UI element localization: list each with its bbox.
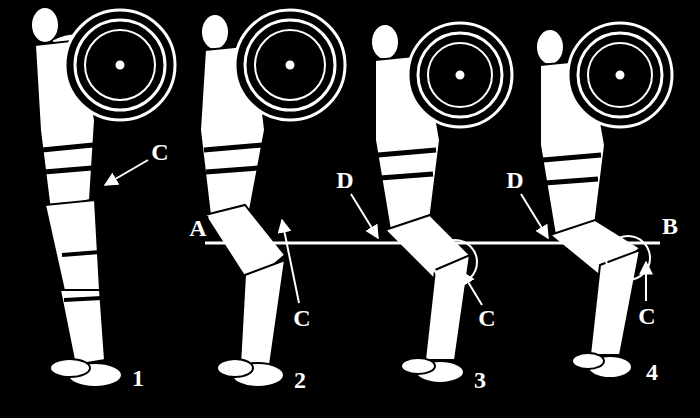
- lifter-figure-2-part: [240, 260, 285, 365]
- lifter-figure-1-part: [45, 200, 100, 295]
- barbell-plate-3: [408, 23, 512, 127]
- lifter-figure-1-part: [42, 145, 93, 172]
- callout-letter: D: [504, 168, 525, 192]
- line-end-letter: A: [187, 216, 208, 240]
- leader-lines-part: [521, 194, 548, 238]
- lifter-figure-2-part: [204, 145, 262, 172]
- callout-letter: D: [334, 168, 355, 192]
- leader-lines-part: [282, 220, 299, 303]
- lifter-figure-3-part: [378, 150, 436, 178]
- callout-letter: C: [149, 140, 170, 164]
- leader-lines-part: [645, 262, 647, 301]
- barbell-plate-2-part: [255, 30, 325, 100]
- barbell-plate-4-part: [568, 23, 672, 127]
- callout-letter: C: [636, 304, 657, 328]
- lifter-figure-1-part: [62, 252, 102, 300]
- barbell-plate-2: [235, 10, 345, 120]
- barbell-plate-3-part: [408, 23, 512, 127]
- figure-number: 1: [130, 366, 146, 390]
- lifter-figure-4-part: [572, 353, 604, 369]
- line-end-letter: B: [660, 214, 680, 238]
- leader-lines: [105, 160, 646, 305]
- lifter-figure-4-part: [536, 29, 564, 65]
- leader-lines-part: [351, 194, 378, 238]
- barbell-plate-2-part: [235, 10, 345, 120]
- lifter-figure-4-part: [543, 155, 601, 183]
- barbell-plate-1: [65, 10, 175, 120]
- lifter-figure-3-part: [433, 240, 477, 284]
- lifter-figure-1-part: [50, 359, 90, 377]
- barbell-plate-3-part: [428, 43, 492, 107]
- barbell-plate-4-part: [617, 72, 623, 78]
- lifter-figure-2-part: [201, 14, 229, 50]
- barbell-plate-4-part: [588, 43, 652, 107]
- barbell-plate-1-part: [65, 10, 175, 120]
- barbell-plate-1-part: [117, 62, 123, 68]
- lifter-figure-4-part: [590, 250, 640, 355]
- lifter-figure-3-part: [371, 24, 399, 60]
- barbell-plate-3-part: [418, 33, 502, 117]
- barbell-plate-2-part: [287, 62, 293, 68]
- reference-line: [205, 242, 660, 245]
- callout-letter: C: [476, 306, 497, 330]
- leader-lines-part: [105, 160, 148, 185]
- leader-lines-part: [462, 272, 482, 305]
- figure-number: 3: [472, 368, 488, 392]
- barbell-plate-1-part: [85, 30, 155, 100]
- barbell-plate-4: [568, 23, 672, 127]
- lifter-figure-1-part: [31, 7, 59, 43]
- lifter-figure-3-part: [425, 255, 470, 360]
- figure-number: 4: [644, 360, 660, 384]
- barbell-plate-2-part: [245, 20, 335, 110]
- barbell-plate-1-part: [75, 20, 165, 110]
- figure-number: 2: [292, 368, 308, 392]
- barbell-plate-3-part: [457, 72, 463, 78]
- barbell-plate-4-part: [578, 33, 662, 117]
- lifter-figure-2-part: [217, 359, 253, 377]
- callout-letter: C: [291, 306, 312, 330]
- lifter-figure-3-part: [401, 358, 435, 374]
